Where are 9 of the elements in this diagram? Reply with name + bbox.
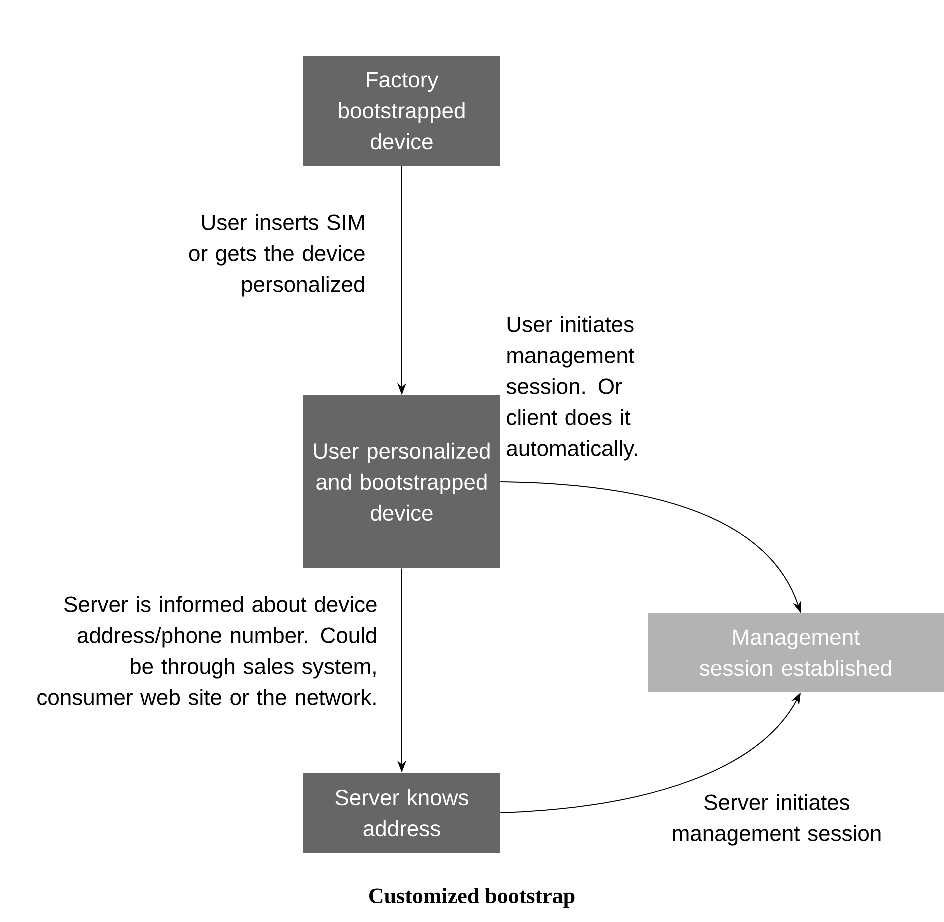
- edge-label: User inserts SIM or gets the device personalized: [189, 214, 365, 297]
- edge-label: Server initiates management session: [673, 794, 881, 846]
- edge-label: User initiates management session. Or client does it automatically.: [506, 316, 638, 461]
- process-box: Server knows address: [304, 773, 500, 853]
- edge-label: Server is informed about device address/phone number. Could be through sales system, consumer web site or the network.: [38, 596, 377, 706]
- process-box: Factory bootstrapped device: [304, 56, 500, 166]
- process-box: User personalized and bootstrapped device: [304, 396, 500, 568]
- process-box: Management session established: [648, 614, 944, 692]
- caption: Customized bootstrap: [370, 888, 575, 908]
